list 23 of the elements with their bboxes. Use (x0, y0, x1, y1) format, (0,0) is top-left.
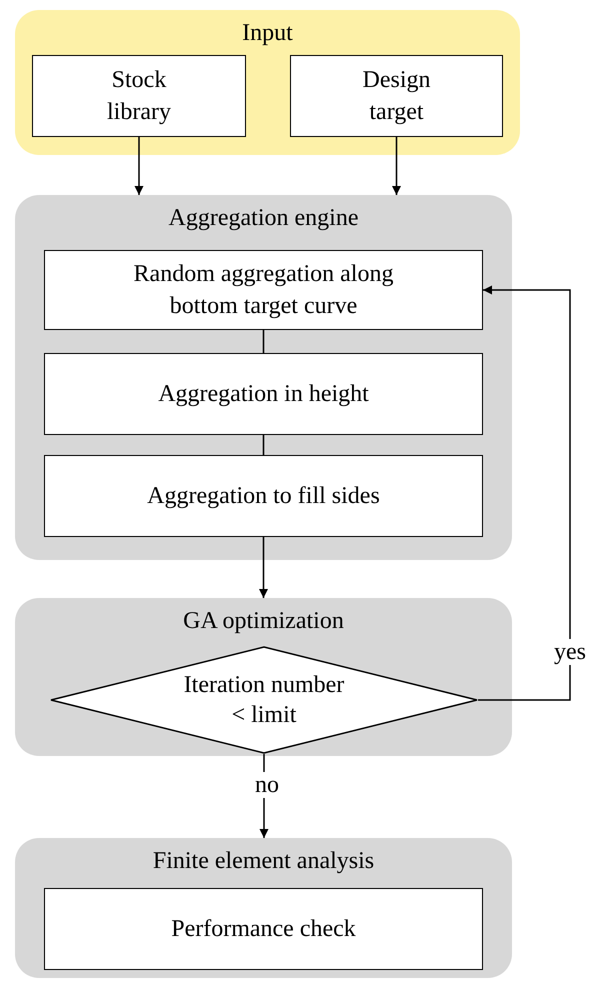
arrow (478, 286, 571, 701)
group-panel (15, 10, 520, 155)
group-title: Aggregation engine (168, 204, 360, 233)
group-panel (15, 195, 512, 560)
arrow (259, 537, 268, 598)
process-box: Performance check (44, 888, 483, 970)
process-box: Design target (290, 55, 503, 137)
process-box: Random aggregation along bottom target curve (44, 250, 483, 330)
decision-text: Iteration number < limit (182, 671, 346, 730)
process-box: Aggregation to fill sides (44, 455, 483, 537)
process-box: Stock library (32, 55, 246, 137)
edge-label: no (253, 772, 281, 798)
connector-line (262, 330, 264, 353)
group-title: GA optimization (182, 607, 345, 636)
group-panel (15, 598, 512, 756)
process-box: Aggregation in height (44, 353, 483, 435)
arrow (392, 137, 401, 195)
edge-label: yes (552, 639, 588, 665)
group-panel (15, 838, 512, 978)
connector-line (262, 435, 264, 455)
arrow (134, 137, 144, 195)
group-title: Input (241, 19, 294, 48)
group-title: Finite element analysis (152, 847, 376, 876)
